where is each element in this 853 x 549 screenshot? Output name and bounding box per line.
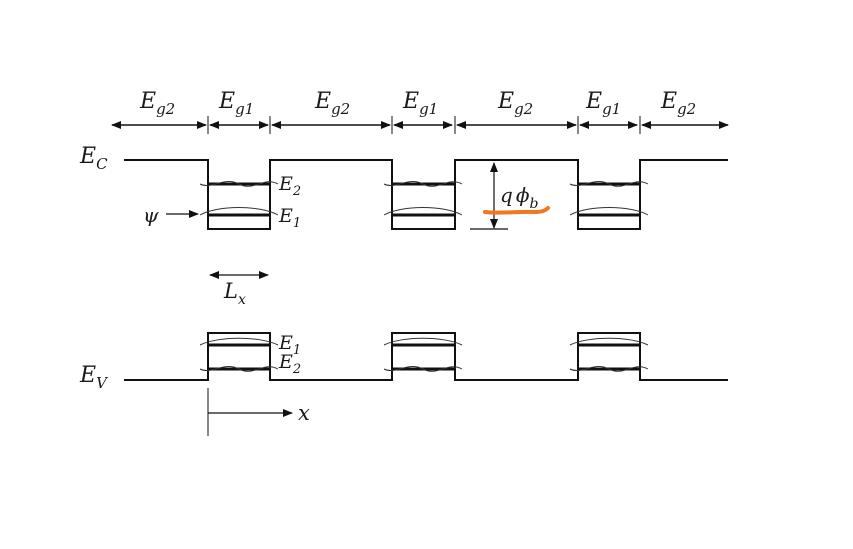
wavefunction-pointer: ψ — [143, 203, 199, 227]
valence-band-edge — [124, 332, 728, 381]
conduction-band-label: EC — [79, 144, 108, 173]
conduction-band: EC E2 E1 — [79, 144, 728, 231]
region-label-barrier-1: Eg2 — [139, 89, 175, 118]
position-axis: x — [207, 388, 310, 436]
cb-wavefunctions — [199, 180, 649, 216]
x-axis-label: x — [298, 401, 310, 425]
valence-band: EV E1 E2 — [79, 332, 728, 392]
region-label-well-1: Eg1 — [218, 89, 254, 118]
well-width: Lx — [209, 271, 269, 308]
psi-label: ψ — [143, 203, 159, 227]
orange-annotation-mark — [483, 206, 550, 215]
region-label-well-3: Eg1 — [585, 89, 621, 118]
valence-band-label: EV — [79, 363, 109, 392]
conduction-band-edge — [124, 159, 728, 230]
region-label-barrier-2: Eg2 — [314, 89, 350, 118]
region-labels: Eg2 Eg1 Eg2 Eg1 Eg2 Eg1 Eg2 — [139, 89, 696, 118]
region-label-barrier-3: Eg2 — [497, 89, 533, 118]
cb-level-label-e2: E2 — [278, 173, 301, 199]
vb-wavefunctions — [199, 337, 649, 372]
region-arrows — [111, 116, 729, 134]
vb-level-label-e1: E1 — [278, 332, 301, 358]
cb-level-label-e1: E1 — [278, 205, 301, 231]
well-width-label: Lx — [223, 279, 246, 308]
vb-level-label-e2: E2 — [278, 351, 301, 377]
region-label-well-2: Eg1 — [402, 89, 438, 118]
region-label-barrier-4: Eg2 — [660, 89, 696, 118]
